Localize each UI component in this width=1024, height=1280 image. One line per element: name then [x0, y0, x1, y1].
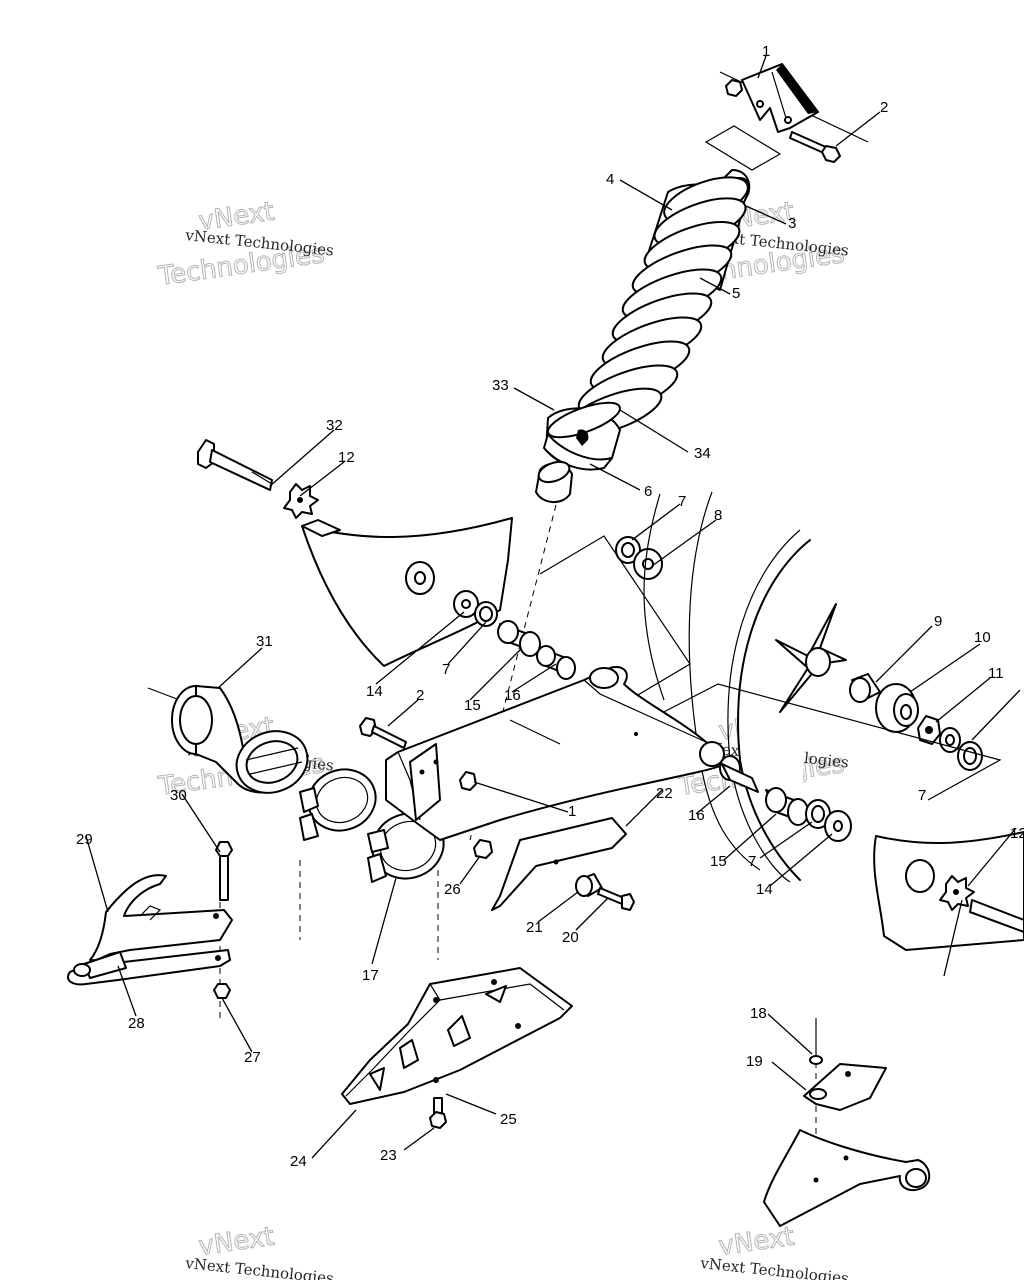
callout-9: 9 — [934, 613, 942, 630]
watermark-small-5: vNext Technologies — [184, 1254, 335, 1280]
clamp-17-left — [299, 768, 377, 841]
callout-18: 18 — [750, 1005, 767, 1022]
callout-14-right: 14 — [756, 881, 773, 898]
bolt-2-mid-icon — [359, 717, 407, 749]
nut-26-icon — [473, 839, 493, 859]
watermark-small-6: vNext Technologies — [699, 1254, 850, 1280]
callout-2-top: 2 — [880, 99, 888, 116]
callout-17: 17 — [362, 967, 379, 984]
callout-33: 33 — [492, 377, 509, 394]
bolt-30-icon — [215, 841, 233, 901]
coil-over-shock-absorber — [535, 169, 751, 503]
callout-31: 31 — [256, 633, 273, 650]
callout-24: 24 — [290, 1153, 307, 1170]
callout-21: 21 — [526, 919, 543, 936]
callout-5: 5 — [732, 285, 740, 302]
washer-8 — [633, 548, 663, 580]
nut-27-icon — [213, 983, 231, 999]
lower-a-arm-small — [763, 1129, 931, 1227]
callout-12-right: 12 — [1010, 825, 1024, 842]
bushing-15-right — [765, 787, 809, 826]
callout-26: 26 — [444, 881, 461, 898]
reference-plane-right — [655, 683, 1002, 801]
callout-6: 6 — [644, 483, 652, 500]
bolt-23-icon — [429, 1097, 447, 1129]
callout-14-left: 14 — [366, 683, 383, 700]
bracket-19 — [803, 1063, 887, 1111]
star-washer-left-icon — [283, 483, 319, 519]
callout-19: 19 — [746, 1053, 763, 1070]
hitch-bracket-29 — [67, 874, 233, 986]
callout-11: 11 — [988, 665, 1004, 682]
washer-7-right-upper — [957, 741, 983, 771]
callout-8: 8 — [714, 507, 722, 524]
pivot-bolt-left — [197, 439, 273, 491]
callout-3: 3 — [788, 215, 796, 232]
callout-32: 32 — [326, 417, 343, 434]
bushing-15-left — [497, 620, 541, 657]
callout-12-left: 12 — [338, 449, 355, 466]
spacer-21 — [575, 873, 603, 897]
nut-1-mid-icon — [459, 771, 477, 791]
watermark-big-vnext-6: vNext — [717, 1222, 796, 1262]
bushing-16-right — [719, 755, 759, 793]
washer-14-right — [824, 810, 852, 842]
callout-23: 23 — [380, 1147, 397, 1164]
spacer-9 — [849, 673, 881, 703]
callout-15-right: 15 — [710, 853, 727, 870]
washer-7-left — [474, 601, 498, 627]
swing-arm — [385, 666, 725, 841]
wheel-hub-10 — [875, 683, 919, 733]
callout-4: 4 — [606, 171, 614, 188]
callout-7-d: 7 — [748, 853, 756, 870]
callout-15-left: 15 — [464, 697, 481, 714]
callout-22: 22 — [656, 785, 673, 802]
callout-28: 28 — [128, 1015, 145, 1032]
washer-14-left — [453, 590, 479, 618]
callout-1-top: 1 — [762, 43, 770, 60]
callout-7-a: 7 — [678, 493, 686, 510]
right-side-plate — [873, 831, 1024, 951]
callout-10: 10 — [974, 629, 991, 646]
mounting-plate-24 — [341, 967, 573, 1105]
nut-11-icon — [917, 715, 941, 745]
upper-shock-mount-bracket — [704, 63, 869, 171]
left-side-plate — [301, 517, 513, 667]
idler-wheel — [643, 491, 847, 883]
callout-25: 25 — [500, 1111, 517, 1128]
callout-30: 30 — [170, 787, 187, 804]
callout-20: 20 — [562, 929, 579, 946]
washer-7-upper — [615, 536, 641, 564]
bushing-16-left — [536, 645, 576, 680]
callout-7-c: 7 — [918, 787, 926, 804]
leader-lines — [85, 55, 1021, 1159]
callout-16-left: 16 — [504, 687, 521, 704]
alignment-dashed-lines — [219, 504, 817, 1180]
bolt-20-icon — [597, 887, 635, 911]
callout-16-right: 16 — [688, 807, 705, 824]
upper-nut-icon — [725, 79, 743, 97]
coil-spring — [565, 176, 749, 437]
callout-7-b: 7 — [442, 661, 450, 678]
callout-1-mid: 1 — [568, 803, 576, 820]
callout-labels: 1 2 3 4 5 33 34 6 32 12 7 8 9 10 11 31 1… — [76, 43, 1024, 1170]
callout-2-mid: 2 — [416, 687, 424, 704]
callout-34: 34 — [694, 445, 711, 462]
washer-right-1 — [939, 727, 961, 753]
bracket-22 — [491, 817, 627, 911]
callout-27: 27 — [244, 1049, 261, 1066]
axle-housing-31 — [147, 685, 309, 794]
callout-29: 29 — [76, 831, 93, 848]
pin-18-icon — [809, 1018, 823, 1065]
